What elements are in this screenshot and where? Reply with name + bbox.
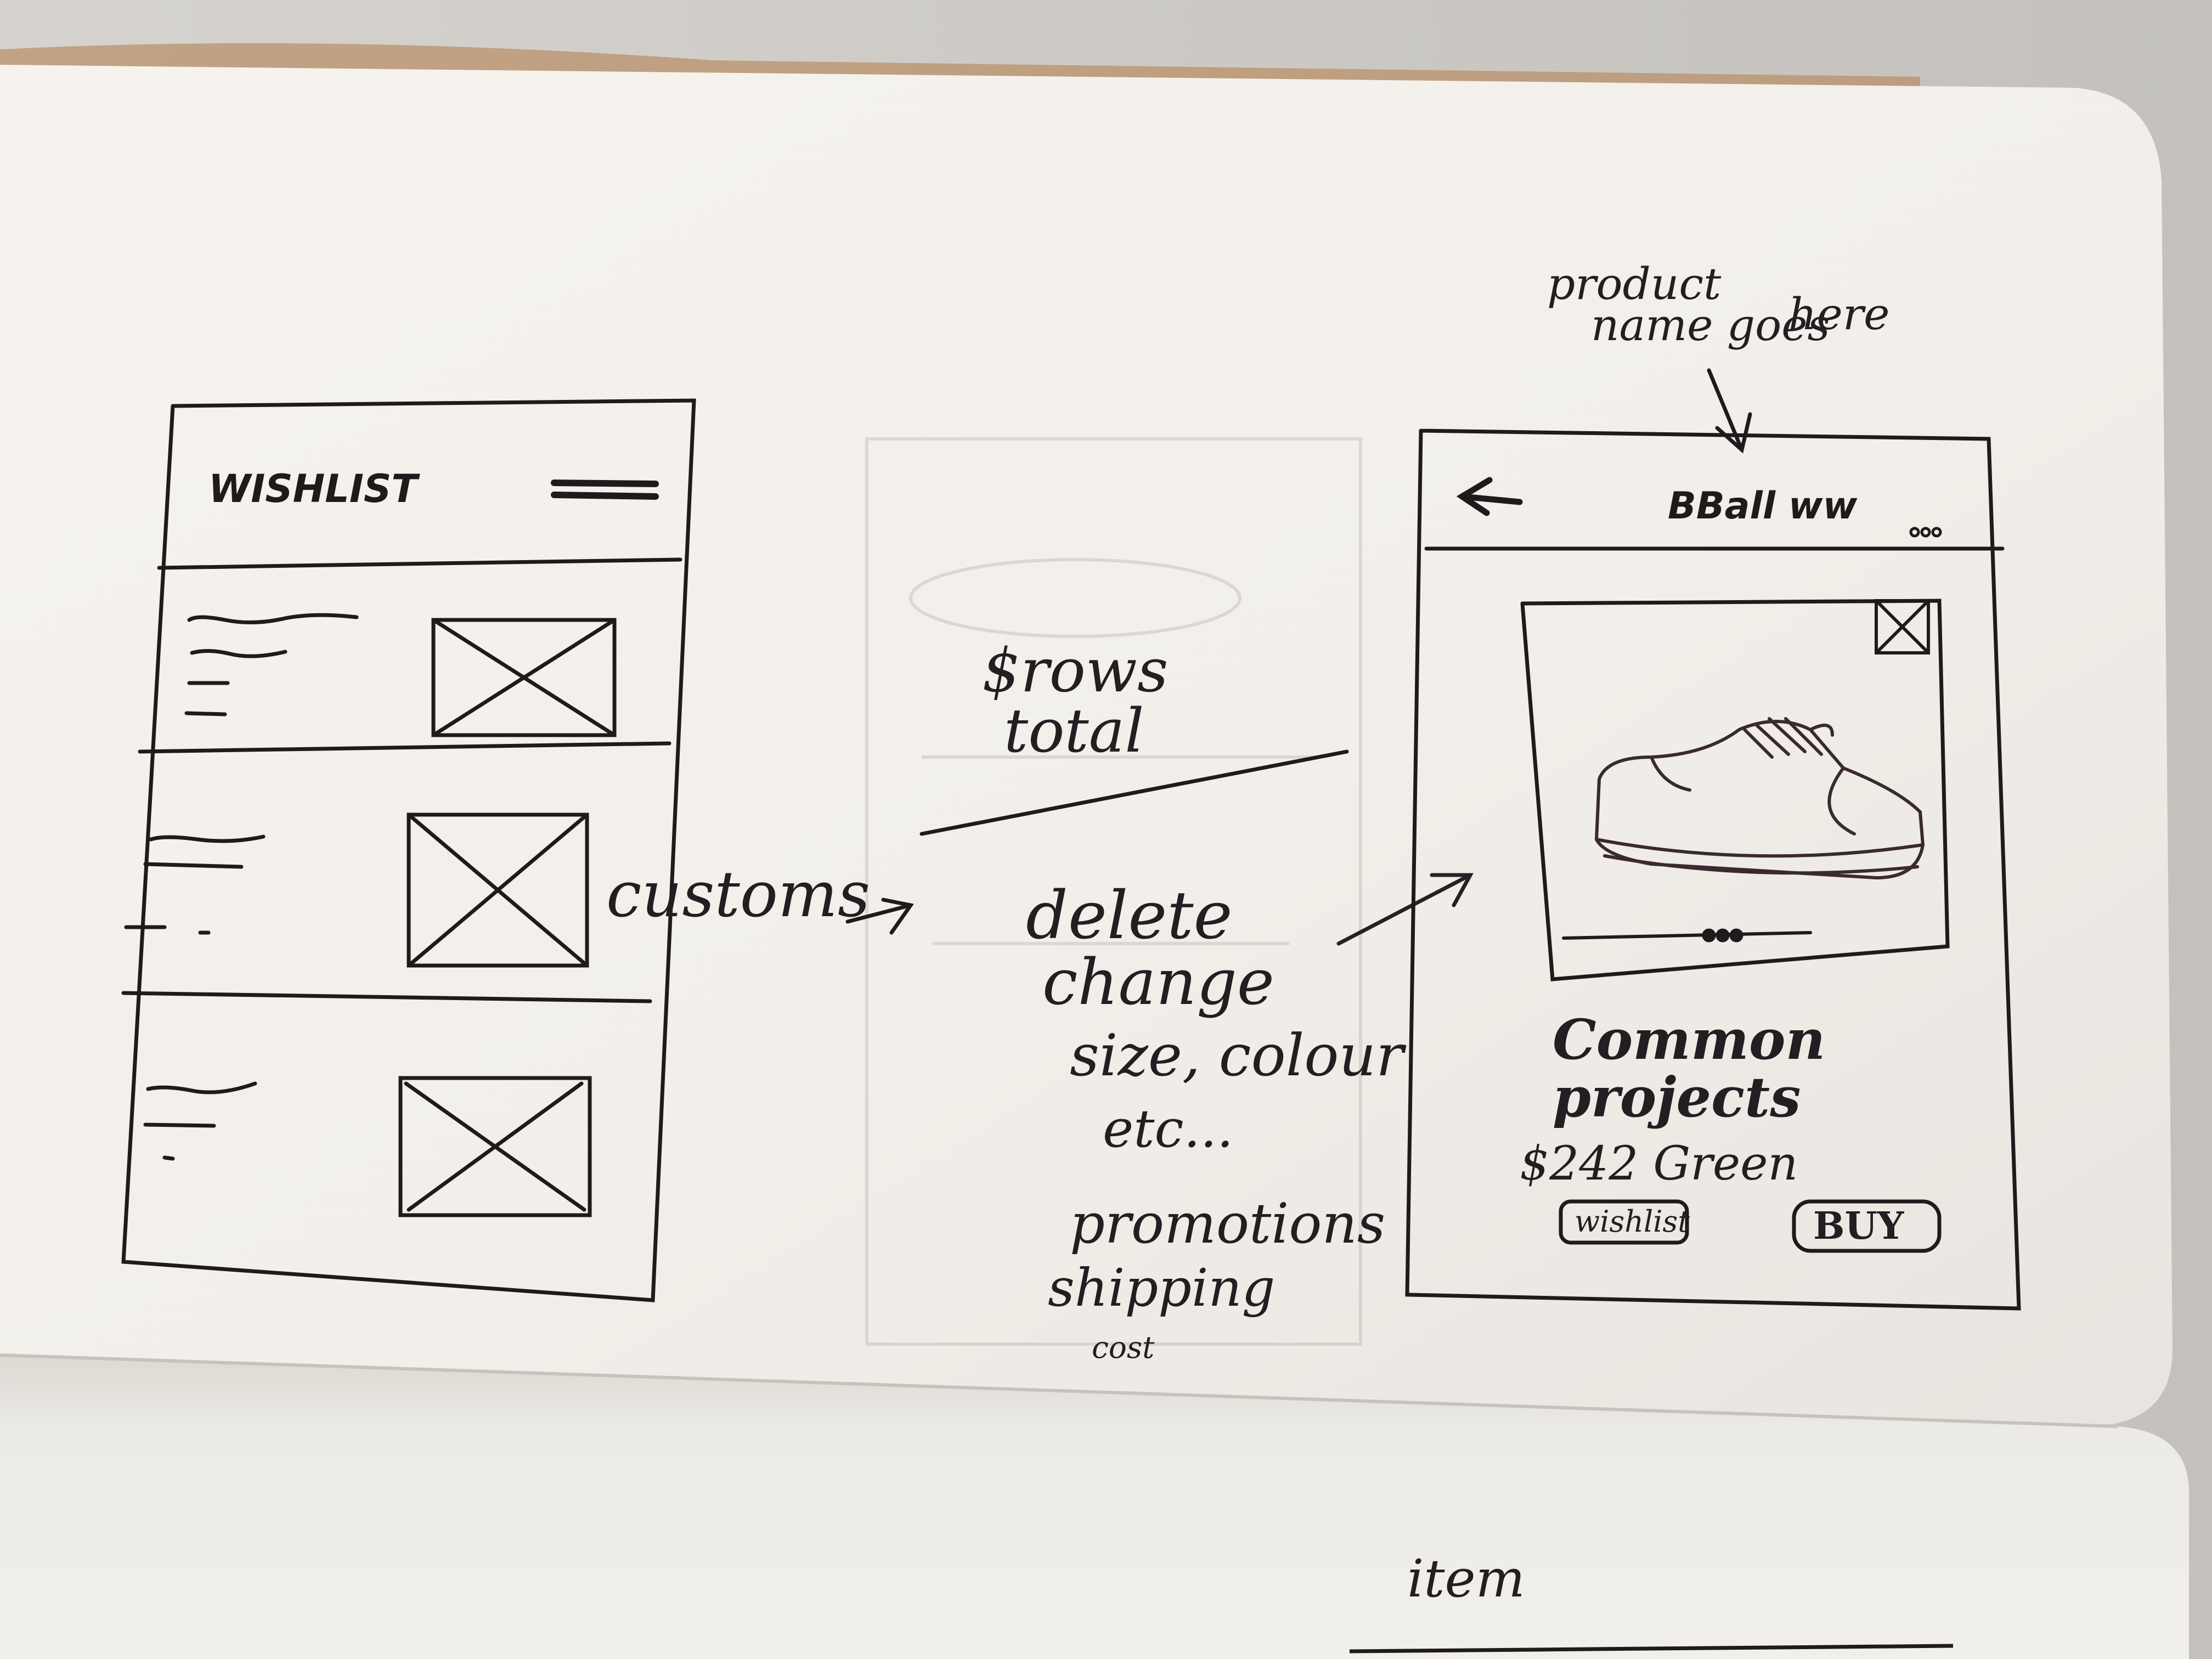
notebook-page	[0, 65, 2172, 1426]
buy-button[interactable]	[1792, 1199, 1942, 1253]
options-divider	[919, 749, 1349, 836]
sneaker-icon	[1594, 717, 1925, 880]
wishlist-screen	[121, 398, 696, 1302]
option-shipping: shipping	[1048, 1258, 1275, 1318]
image-placeholder-icon	[431, 618, 617, 737]
product-frame	[1405, 428, 2021, 1311]
ellipsis-icon[interactable]	[1909, 527, 1942, 538]
annotation-line-1: product	[1547, 258, 1722, 309]
hamburger-icon[interactable]	[551, 479, 659, 500]
ghost-marks	[865, 437, 1362, 1346]
summary-line-2: total	[1004, 696, 1144, 766]
option-cost: cost	[1092, 1330, 1155, 1365]
product-details: $242 Green	[1520, 1137, 1798, 1191]
lower-item-label: item	[1407, 1549, 1525, 1609]
product-name-line-2: projects	[1553, 1065, 1801, 1130]
list-item[interactable]	[124, 812, 589, 968]
close-box-icon[interactable]	[1875, 599, 1930, 654]
summary-line-1: $rows	[982, 635, 1168, 706]
list-item[interactable]	[184, 613, 617, 737]
wishlist-frame	[121, 398, 696, 1302]
option-delete: delete	[1026, 878, 1232, 954]
annotation-line-2: name goes	[1591, 300, 1830, 351]
product-name-line-1: Common	[1553, 1007, 1825, 1072]
buy-button-label: BUY	[1813, 1204, 1905, 1248]
option-etc: etc...	[1103, 1099, 1233, 1159]
product-screen-title: BBall ww	[1668, 484, 1858, 528]
product-screen	[1405, 428, 2021, 1311]
wishlist-header-divider	[157, 557, 682, 570]
annotation-line-3: here	[1788, 289, 1889, 340]
customs-label: customs	[606, 858, 870, 932]
wishlist-title: WISHLIST	[208, 466, 420, 511]
notebook-lower-page	[0, 1355, 2189, 1659]
wishlist-button[interactable]	[1559, 1199, 1689, 1245]
wishlist-row-divider	[121, 991, 652, 1003]
lower-frame-edge	[1349, 1644, 1954, 1654]
wishlist-button-label: wishlist	[1575, 1204, 1690, 1239]
image-placeholder-icon	[398, 1076, 592, 1217]
image-placeholder-icon	[407, 812, 589, 968]
wishlist-row-divider	[138, 741, 672, 754]
arrow-left-icon[interactable]	[1456, 477, 1523, 516]
arrow-pointer-icon	[1336, 873, 1474, 946]
carousel-indicator[interactable]	[1562, 928, 1812, 943]
option-size-colour: size, colour	[1070, 1022, 1407, 1089]
option-change: change	[1042, 946, 1274, 1019]
list-item[interactable]	[143, 1076, 592, 1217]
arrow-right-icon	[845, 898, 914, 935]
options-note: customs $rows total delete change size, …	[606, 635, 1474, 1365]
option-promotions: promotions	[1070, 1192, 1385, 1256]
product-image-frame	[1520, 599, 1950, 981]
